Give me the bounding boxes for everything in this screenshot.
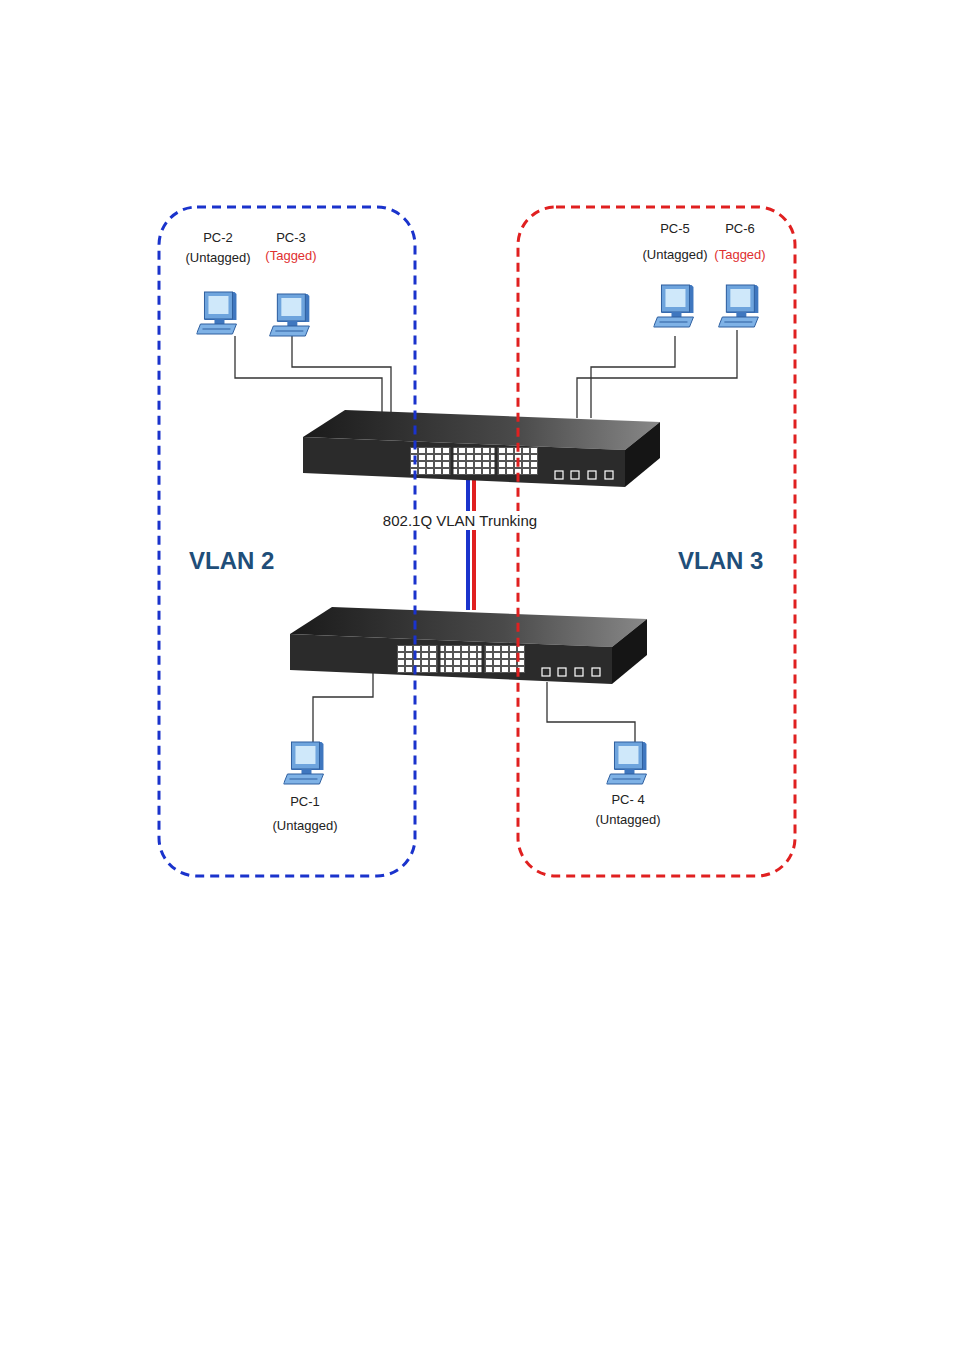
vlan-title: VLAN 2	[189, 547, 274, 575]
pc-node: PC-5 (Untagged)	[642, 221, 707, 329]
pc-name: PC-1	[290, 794, 320, 810]
pc-node: PC-3 (Tagged)	[265, 230, 316, 338]
pc-node: PC-1 (Untagged)	[272, 740, 337, 834]
network-wires	[235, 330, 737, 742]
port-mode: (Tagged)	[714, 247, 765, 263]
pc-node: PC-6 (Tagged)	[714, 221, 765, 329]
pc-name: PC-2	[203, 230, 233, 246]
switch-top	[303, 410, 660, 487]
pc-name: PC-6	[725, 221, 755, 237]
pc-icon	[196, 290, 240, 336]
trunk-label: 802.1Q VLAN Trunking	[379, 511, 541, 530]
port-mode: (Untagged)	[272, 818, 337, 834]
vlan-region: VLAN 3 PC-5 (Untagged) PC-6 (Tagged) PC- 4 (Un…	[516, 205, 797, 878]
pc-icon	[718, 283, 762, 329]
pc-name: PC-5	[660, 221, 690, 237]
trunk-link	[468, 480, 474, 610]
port-mode: (Tagged)	[265, 248, 316, 264]
vlan-region: VLAN 2 PC-2 (Untagged) PC-3 (Tagged) PC-1 (Unt…	[157, 205, 417, 878]
pc-icon	[283, 740, 327, 786]
pc-node: PC-2 (Untagged)	[185, 230, 250, 336]
pc-icon	[269, 292, 313, 338]
pc-name: PC- 4	[611, 792, 644, 808]
switch-bottom	[290, 607, 647, 684]
vlan-title: VLAN 3	[678, 547, 763, 575]
pc-icon	[606, 740, 650, 786]
port-mode: (Untagged)	[185, 250, 250, 266]
port-mode: (Untagged)	[642, 247, 707, 263]
pc-name: PC-3	[276, 230, 306, 246]
pc-node: PC- 4 (Untagged)	[595, 740, 660, 828]
port-mode: (Untagged)	[595, 812, 660, 828]
pc-icon	[653, 283, 697, 329]
